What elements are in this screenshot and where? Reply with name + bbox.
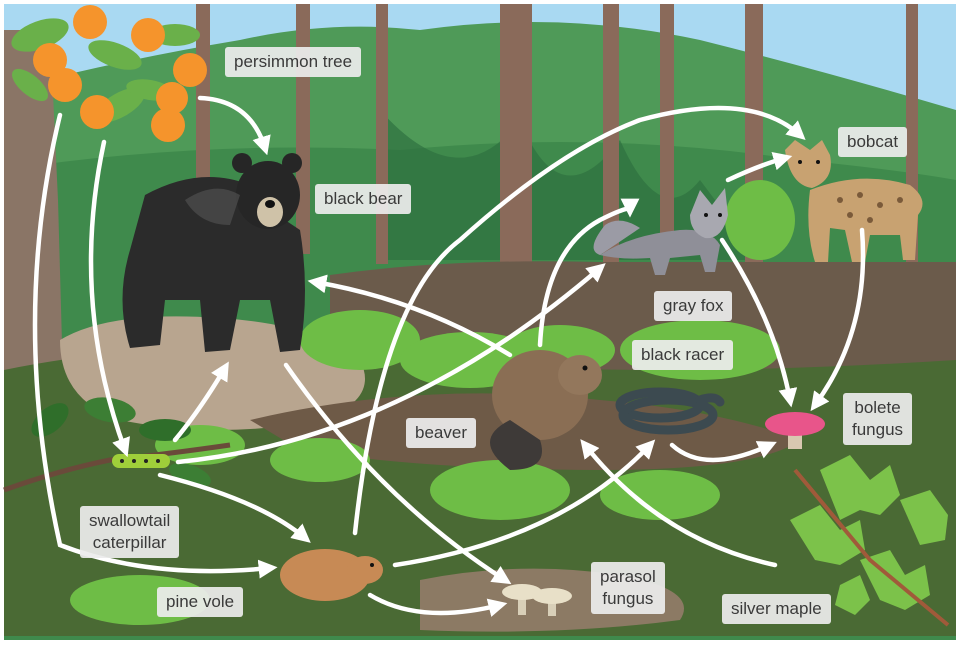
mushroom-icon [502,584,572,616]
label-swallowtail-caterpillar-line1: swallowtail [89,511,171,530]
vole-icon [280,549,383,601]
arrow-racer-to-bolete [669,441,777,463]
label-bolete-fungus-line1: bolete [854,398,901,417]
label-gray-fox: gray fox [654,291,733,321]
beaver-icon [490,350,602,470]
arrow-bobcat-to-bolete [810,227,866,412]
label-black-bear: black bear [315,184,412,214]
maple-leaf-icon [790,455,950,627]
bobcat-icon [785,140,923,262]
label-silver-maple: silver maple [722,594,831,624]
arrow-fox-to-bobcat [725,151,793,183]
mushroom-icon [765,412,825,449]
label-black-racer: black racer [632,340,734,370]
label-bobcat: bobcat [838,127,908,157]
arrow-persimmon-to-vole [32,112,278,579]
label-persimmon-tree: persimmon tree [225,47,362,77]
arrow-beaver-to-bear [307,274,513,358]
label-bolete-fungus: bolete fungus [843,393,913,445]
arrow-persimmon-to-bear [197,95,271,156]
arrow-caterpillar-to-vole [157,472,311,543]
label-parasol-fungus-line1: parasol [600,567,656,586]
arrow-persimmon-to-caterpillar [88,139,130,458]
label-swallowtail-caterpillar-line2: caterpillar [92,533,167,552]
label-swallowtail-caterpillar: swallowtail caterpillar [80,506,180,558]
label-bolete-fungus-line2: fungus [852,420,904,439]
label-parasol-fungus: parasol fungus [591,562,665,614]
arrow-bear-to-parasol [283,362,512,585]
label-parasol-fungus-line2: fungus [602,589,654,608]
arrow-vole-to-bobcat [352,105,806,536]
arrow-vole-to-parasol [367,592,508,617]
food-web-arrows [32,95,866,617]
label-pine-vole: pine vole [157,587,244,617]
arrow-fox-to-bolete [719,237,798,408]
arrow-vole-to-racer [392,439,656,568]
persimmon-fruit-icon [33,5,207,142]
snake-icon [615,387,725,435]
arrow-maple-to-beaver [580,439,778,568]
bear-icon [122,153,305,352]
caterpillar-icon [112,454,170,468]
label-beaver: beaver [406,418,476,448]
arrow-beaver-to-fox [537,198,640,348]
arrow-caterpillar-to-bear [172,361,229,443]
fox-icon [593,188,728,275]
